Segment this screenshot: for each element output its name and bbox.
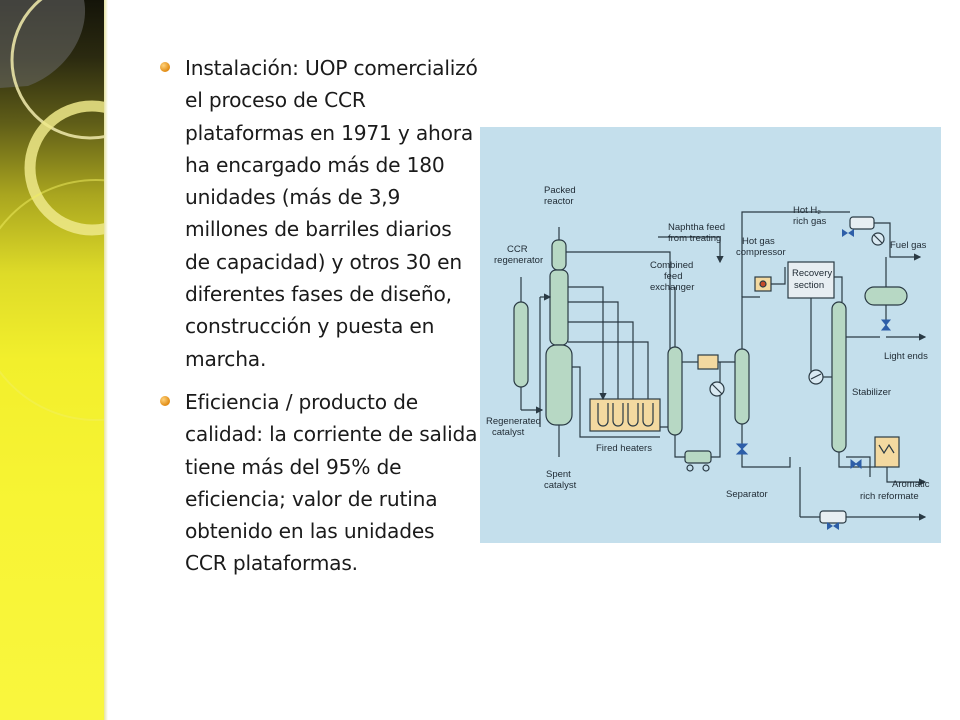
- label-regenerated-1: Regenerated: [486, 416, 541, 427]
- sidebar-ring-thick: [24, 100, 106, 236]
- label-separator: Separator: [726, 489, 768, 500]
- air-cooler: [697, 354, 719, 370]
- reformate-exchanger: [874, 436, 900, 468]
- light-ends-valve-icon: [880, 319, 892, 326]
- bullet-installation: Instalación: UOP comercializó el proceso…: [160, 52, 480, 375]
- combined-feed-exchanger: [667, 346, 683, 436]
- label-combined-feed-3: exchanger: [650, 282, 694, 293]
- separator-valve-icon: [735, 443, 749, 450]
- bullet-efficiency-text: Eficiencia / producto de calidad: la cor…: [185, 389, 478, 576]
- label-hot-gas-1: Hot gas: [742, 236, 775, 247]
- sidebar-ring-faint: [0, 179, 106, 421]
- reformate-cooler: [819, 510, 847, 524]
- bullet-installation-text: Instalación: UOP comercializó el proceso…: [185, 56, 478, 371]
- bullet-efficiency: Eficiencia / producto de calidad: la cor…: [160, 386, 480, 580]
- label-light-ends: Light ends: [884, 351, 928, 362]
- label-ccr-regenerator-1: CCR: [507, 244, 528, 255]
- label-combined-feed-1: Combined: [650, 260, 693, 271]
- bullet-list: Instalación: UOP comercializó el proceso…: [160, 52, 480, 591]
- fan-icon: [842, 229, 854, 237]
- label-hot-h2-2: rich gas: [793, 216, 827, 227]
- label-packed-reactor-1: Packed: [544, 185, 576, 196]
- bullet-dot-icon: [160, 395, 170, 406]
- label-aromatic-2: rich reformate: [860, 491, 919, 502]
- ccr-regenerator-vessel: [513, 301, 529, 388]
- label-recovery-2: section: [794, 280, 824, 291]
- process-flow-svg: Packed reactor CCR regenerator Naphtha f…: [486, 185, 930, 530]
- sidebar-rings: [0, 0, 106, 421]
- label-fired-heaters: Fired heaters: [596, 443, 652, 454]
- label-naphtha-feed-2: from treating: [668, 233, 721, 244]
- packed-reactor-bottom: [545, 344, 573, 426]
- label-naphtha-feed-1: Naphtha feed: [668, 222, 725, 233]
- sidebar-ring-outer: [10, 0, 106, 140]
- label-combined-feed-2: feed: [664, 271, 683, 282]
- bullet-dot-icon: [160, 62, 170, 72]
- label-recovery-1: Recovery: [792, 268, 832, 279]
- fuel-gas-cooler: [849, 216, 875, 230]
- fan-icon-bottom: [827, 522, 839, 530]
- packed-reactor-mid: [549, 269, 569, 346]
- fuel-gas-drum: [864, 286, 908, 306]
- feed-pump: [684, 450, 712, 464]
- stabilizer-valve-icon: [850, 458, 857, 470]
- label-aromatic-1: Aromatic: [892, 479, 930, 490]
- label-spent-1: Spent: [546, 469, 571, 480]
- label-hot-gas-2: compressor: [736, 247, 786, 258]
- sidebar-edge: [104, 0, 108, 720]
- label-packed-reactor-2: reactor: [544, 196, 574, 207]
- separator-vessel: [734, 348, 750, 425]
- label-stabilizer: Stabilizer: [852, 387, 891, 398]
- ccr-process-diagram: Packed reactor CCR regenerator Naphtha f…: [480, 127, 941, 543]
- label-ccr-regenerator-2: regenerator: [494, 255, 543, 266]
- label-spent-2: catalyst: [544, 480, 577, 491]
- label-regenerated-2: catalyst: [492, 427, 525, 438]
- packed-reactor-top: [551, 239, 567, 271]
- label-fuel-gas: Fuel gas: [890, 240, 927, 251]
- label-hot-h2-1: Hot H₂: [793, 205, 821, 216]
- decorative-sidebar: [0, 0, 106, 720]
- stabilizer-column: [831, 301, 847, 453]
